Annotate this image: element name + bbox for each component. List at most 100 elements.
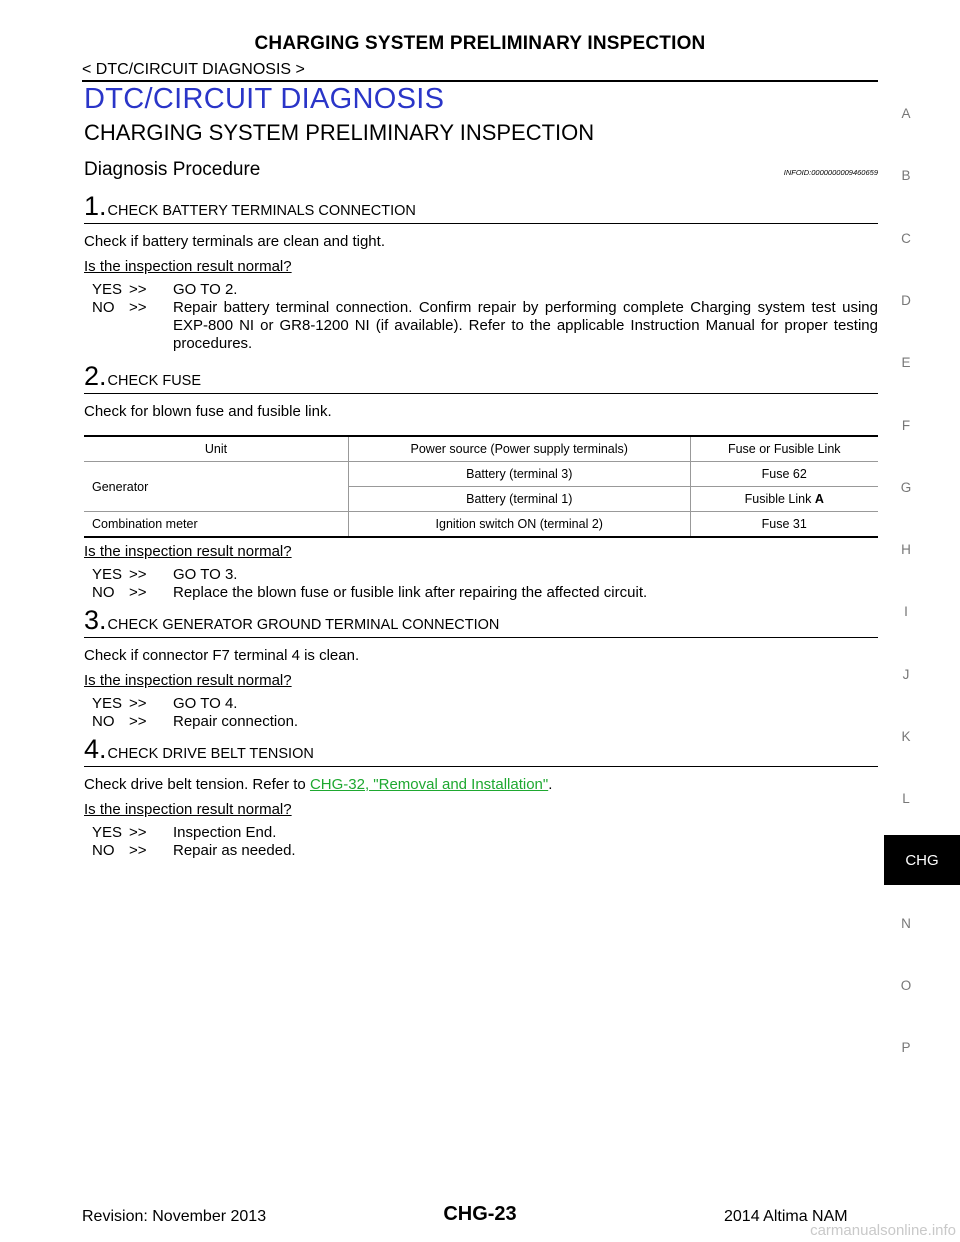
answer-no: NO >> Repair connection.	[92, 713, 878, 731]
answer-text: Repair battery terminal connection. Conf…	[173, 299, 878, 352]
answer-key: YES	[92, 281, 123, 298]
step-title: CHECK DRIVE BELT TENSION	[107, 746, 314, 762]
table-row: Generator Battery (terminal 3) Fuse 62	[84, 461, 878, 512]
step-title: CHECK BATTERY TERMINALS CONNECTION	[107, 203, 416, 219]
step-number: 2	[84, 361, 100, 391]
answer-no: NO >> Repair as needed.	[92, 842, 878, 860]
side-index-o[interactable]: O	[900, 978, 912, 993]
table-cell-fuse: Fusible Link A	[689, 486, 878, 512]
reference-link[interactable]: CHG-32, "Removal and Installation"	[309, 776, 549, 793]
step-header: 1. CHECK BATTERY TERMINALS CONNECTION	[84, 193, 878, 224]
answer-key: NO	[92, 584, 115, 601]
answer-key: YES	[92, 824, 123, 841]
table-row: Combination meter Ignition switch ON (te…	[84, 511, 878, 538]
answers: YES >> Inspection End. NO >> Repair as n…	[92, 824, 878, 860]
step-2: 2. CHECK FUSE Check for blown fuse and f…	[84, 363, 878, 602]
table-cell-source: Battery (terminal 1)	[348, 486, 690, 512]
answer-arrow: >>	[129, 566, 147, 583]
answers: YES >> GO TO 3. NO >> Replace the blown …	[92, 566, 878, 602]
table-cell-fuse: Fuse 62	[689, 461, 878, 487]
answer-yes: YES >> GO TO 3.	[92, 566, 878, 584]
side-index-g[interactable]: G	[900, 480, 912, 495]
table-cell-unit: Combination meter	[84, 511, 349, 538]
step-header: 4. CHECK DRIVE BELT TENSION	[84, 736, 878, 767]
inspection-question: Is the inspection result normal?	[84, 543, 292, 560]
step-number: 3	[84, 605, 100, 635]
step-instruction: Check if connector F7 terminal 4 is clea…	[84, 647, 360, 664]
table-cell-source: Battery (terminal 3)	[348, 461, 690, 487]
step-dot: .	[99, 605, 107, 635]
step-header: 3. CHECK GENERATOR GROUND TERMINAL CONNE…	[84, 607, 878, 638]
breadcrumb: < DTC/CIRCUIT DIAGNOSIS >	[82, 61, 305, 78]
answer-arrow: >>	[129, 299, 147, 316]
side-index-h[interactable]: H	[901, 542, 911, 557]
fuse-label: Fusible Link	[744, 492, 815, 506]
table-header: Fuse or Fusible Link	[689, 436, 878, 462]
footer-watermark: carmanualsonline.info	[810, 1222, 956, 1239]
info-id: INFOID:0000000009460659	[783, 168, 878, 177]
step-title: CHECK GENERATOR GROUND TERMINAL CONNECTI…	[107, 617, 500, 633]
step-dot: .	[99, 191, 107, 221]
side-index-c[interactable]: C	[901, 231, 911, 246]
answer-text: Replace the blown fuse or fusible link a…	[173, 584, 648, 601]
footer-revision: Revision: November 2013	[82, 1208, 267, 1225]
answer-key: YES	[92, 695, 123, 712]
answer-text: Inspection End.	[173, 824, 277, 841]
inspection-question: Is the inspection result normal?	[84, 672, 292, 689]
side-index-e[interactable]: E	[901, 355, 911, 370]
side-index-b[interactable]: B	[901, 168, 911, 183]
side-index-l[interactable]: L	[902, 791, 910, 806]
answer-arrow: >>	[129, 824, 147, 841]
side-index-i[interactable]: I	[904, 604, 908, 619]
side-index-d[interactable]: D	[901, 293, 911, 308]
side-index-n[interactable]: N	[901, 916, 911, 931]
answer-yes: YES >> Inspection End.	[92, 824, 878, 842]
table-cell-fuse: Fuse 31	[689, 511, 878, 538]
fuse-label-bold: A	[814, 492, 824, 506]
answer-key: NO	[92, 299, 115, 316]
answer-text: GO TO 3.	[173, 566, 238, 583]
step-3: 3. CHECK GENERATOR GROUND TERMINAL CONNE…	[84, 607, 878, 731]
answer-yes: YES >> GO TO 2.	[92, 281, 878, 299]
answer-key: NO	[92, 842, 115, 859]
step-number: 1	[84, 191, 100, 221]
step-title: CHECK FUSE	[107, 373, 202, 389]
step-number: 4	[84, 734, 100, 764]
inspection-question: Is the inspection result normal?	[84, 258, 292, 275]
step-header: 2. CHECK FUSE	[84, 363, 878, 394]
page-title: CHARGING SYSTEM PRELIMINARY INSPECTION	[254, 33, 706, 54]
instruction-text: .	[548, 776, 553, 793]
side-index-f[interactable]: F	[901, 418, 911, 433]
answers: YES >> GO TO 2. NO >> Repair battery ter…	[92, 281, 878, 353]
table-cell-source: Ignition switch ON (terminal 2)	[348, 511, 690, 538]
table-header: Power source (Power supply terminals)	[348, 436, 690, 462]
instruction-text: Check drive belt tension. Refer to	[84, 776, 310, 793]
inspection-question: Is the inspection result normal?	[84, 801, 292, 818]
answers: YES >> GO TO 4. NO >> Repair connection.	[92, 695, 878, 731]
answer-arrow: >>	[129, 695, 147, 712]
answer-key: YES	[92, 566, 123, 583]
step-instruction: Check for blown fuse and fusible link.	[84, 403, 332, 420]
side-index-k[interactable]: K	[901, 729, 911, 744]
answer-yes: YES >> GO TO 4.	[92, 695, 878, 713]
table-header: Unit	[84, 436, 349, 462]
side-index-j[interactable]: J	[902, 667, 910, 682]
step-dot: .	[99, 361, 107, 391]
subsection-title: Diagnosis Procedure	[84, 159, 261, 180]
header-rule	[82, 80, 878, 82]
answer-text: GO TO 4.	[173, 695, 238, 712]
side-index-p[interactable]: P	[901, 1040, 911, 1055]
step-4: 4. CHECK DRIVE BELT TENSION Check drive …	[84, 736, 878, 860]
side-index-a[interactable]: A	[901, 106, 911, 121]
footer-page-number: CHG-23	[443, 1203, 517, 1225]
table-header-row: Unit Power source (Power supply terminal…	[84, 436, 878, 462]
answer-key: NO	[92, 713, 115, 730]
answer-no: NO >> Replace the blown fuse or fusible …	[92, 584, 878, 602]
answer-arrow: >>	[129, 281, 147, 298]
fuse-table: Unit Power source (Power supply terminal…	[84, 435, 878, 538]
answer-text: GO TO 2.	[173, 281, 238, 298]
answer-arrow: >>	[129, 584, 147, 601]
side-tab-chg[interactable]: CHG	[884, 835, 960, 885]
chapter-title: DTC/CIRCUIT DIAGNOSIS	[84, 83, 445, 115]
footer-model: 2014 Altima NAM	[724, 1208, 848, 1225]
